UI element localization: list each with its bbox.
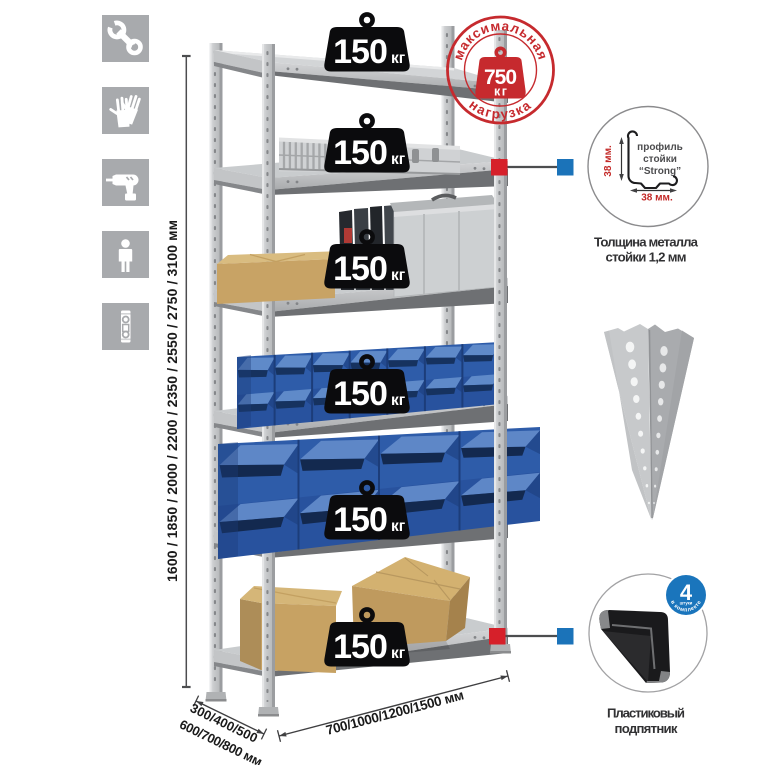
svg-text:стойки: стойки — [643, 154, 677, 165]
svg-text:кг: кг — [391, 518, 406, 535]
svg-text:150: 150 — [333, 501, 387, 539]
svg-text:кг: кг — [391, 151, 406, 168]
svg-text:стойки 1,2 мм: стойки 1,2 мм — [606, 250, 687, 265]
svg-text:кг: кг — [391, 392, 406, 409]
svg-text:150: 150 — [333, 134, 387, 172]
svg-text:штуки: штуки — [680, 601, 693, 606]
svg-text:4: 4 — [680, 580, 693, 605]
svg-text:150: 150 — [333, 628, 387, 666]
svg-text:Пластиковый: Пластиковый — [607, 706, 685, 721]
svg-text:кг: кг — [391, 50, 406, 67]
svg-text:кг: кг — [391, 267, 406, 284]
svg-text:150: 150 — [333, 375, 387, 413]
svg-text:профиль: профиль — [637, 141, 683, 153]
svg-text:кг: кг — [391, 645, 406, 662]
svg-text:1600 / 1850 / 2000 / 2200 / 23: 1600 / 1850 / 2000 / 2200 / 2350 / 2550 … — [164, 220, 180, 582]
svg-text:подпятник: подпятник — [615, 721, 678, 736]
svg-text:38 мм.: 38 мм. — [641, 193, 673, 204]
svg-text:38 мм.: 38 мм. — [603, 145, 614, 177]
svg-text:150: 150 — [333, 250, 387, 288]
svg-text:Толщина металла: Толщина металла — [594, 235, 699, 250]
svg-text:150: 150 — [333, 33, 387, 71]
svg-text:750: 750 — [484, 66, 517, 89]
svg-text:“Strong”: “Strong” — [639, 166, 681, 177]
svg-text:700/1000/1200/1500 мм: 700/1000/1200/1500 мм — [324, 687, 465, 738]
